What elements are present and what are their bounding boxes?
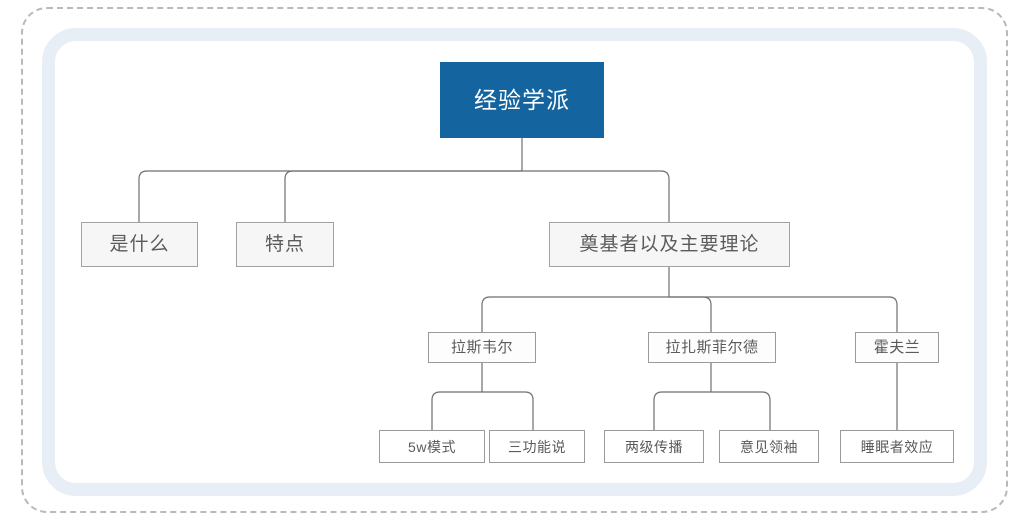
node-dian-ji-zhe-yi-ji-zhu-yao-li-lun-label: 奠基者以及主要理论	[579, 234, 760, 255]
edge-root-to-tedian	[284, 170, 522, 222]
node-san-gong-neng-shuo[interactable]: 三功能说	[489, 430, 585, 463]
node-te-dian[interactable]: 特点	[236, 222, 334, 267]
edge-root-to-shiShenme	[138, 170, 522, 222]
node-5w-mo-shi-label: 5w模式	[408, 438, 456, 455]
node-san-gong-neng-shuo-label: 三功能说	[508, 438, 566, 455]
node-shi-shen-me-label: 是什么	[109, 234, 170, 255]
node-liang-ji-chuan-bo-label: 两级传播	[625, 438, 683, 455]
node-yi-jian-ling-xiu[interactable]: 意见领袖	[719, 430, 819, 463]
node-shui-mian-zhe-xiao-ying-label: 睡眠者效应	[860, 438, 934, 455]
node-dian-ji-zhe-yi-ji-zhu-yao-li-lun[interactable]: 奠基者以及主要理论	[549, 222, 790, 267]
node-5w-mo-shi[interactable]: 5w模式	[379, 430, 485, 463]
node-root[interactable]: 经验学派	[440, 62, 604, 138]
node-te-dian-label: 特点	[264, 234, 305, 255]
edge-dianjizhe-to-lazhasifeierde	[669, 296, 712, 332]
edge-lasiweier-to-sangongnengshuo	[482, 391, 534, 430]
edge-dianjizhe-to-lasiweier	[481, 296, 669, 332]
node-huo-fu-lan[interactable]: 霍夫兰	[855, 332, 939, 363]
node-la-zha-si-fei-er-de-label: 拉扎斯菲尔德	[665, 339, 759, 356]
node-la-zha-si-fei-er-de[interactable]: 拉扎斯菲尔德	[648, 332, 776, 363]
edge-lazhasifeierde-to-liangjichuanbo	[653, 391, 711, 430]
node-shui-mian-zhe-xiao-ying[interactable]: 睡眠者效应	[840, 430, 954, 463]
node-huo-fu-lan-label: 霍夫兰	[873, 339, 921, 356]
node-la-si-wei-er-label: 拉斯韦尔	[450, 339, 513, 356]
node-yi-jian-ling-xiu-label: 意见领袖	[740, 438, 798, 455]
edge-lasiweier-to-5w	[431, 391, 482, 430]
edge-lazhasifeierde-to-yijianlingxiu	[711, 391, 771, 430]
node-shi-shen-me[interactable]: 是什么	[81, 222, 198, 267]
node-liang-ji-chuan-bo[interactable]: 两级传播	[604, 430, 704, 463]
node-root-label: 经验学派	[474, 86, 570, 113]
node-la-si-wei-er[interactable]: 拉斯韦尔	[428, 332, 536, 363]
edge-root-to-dianjizhe	[522, 170, 670, 222]
edge-dianjizhe-to-huofulan	[669, 296, 898, 332]
